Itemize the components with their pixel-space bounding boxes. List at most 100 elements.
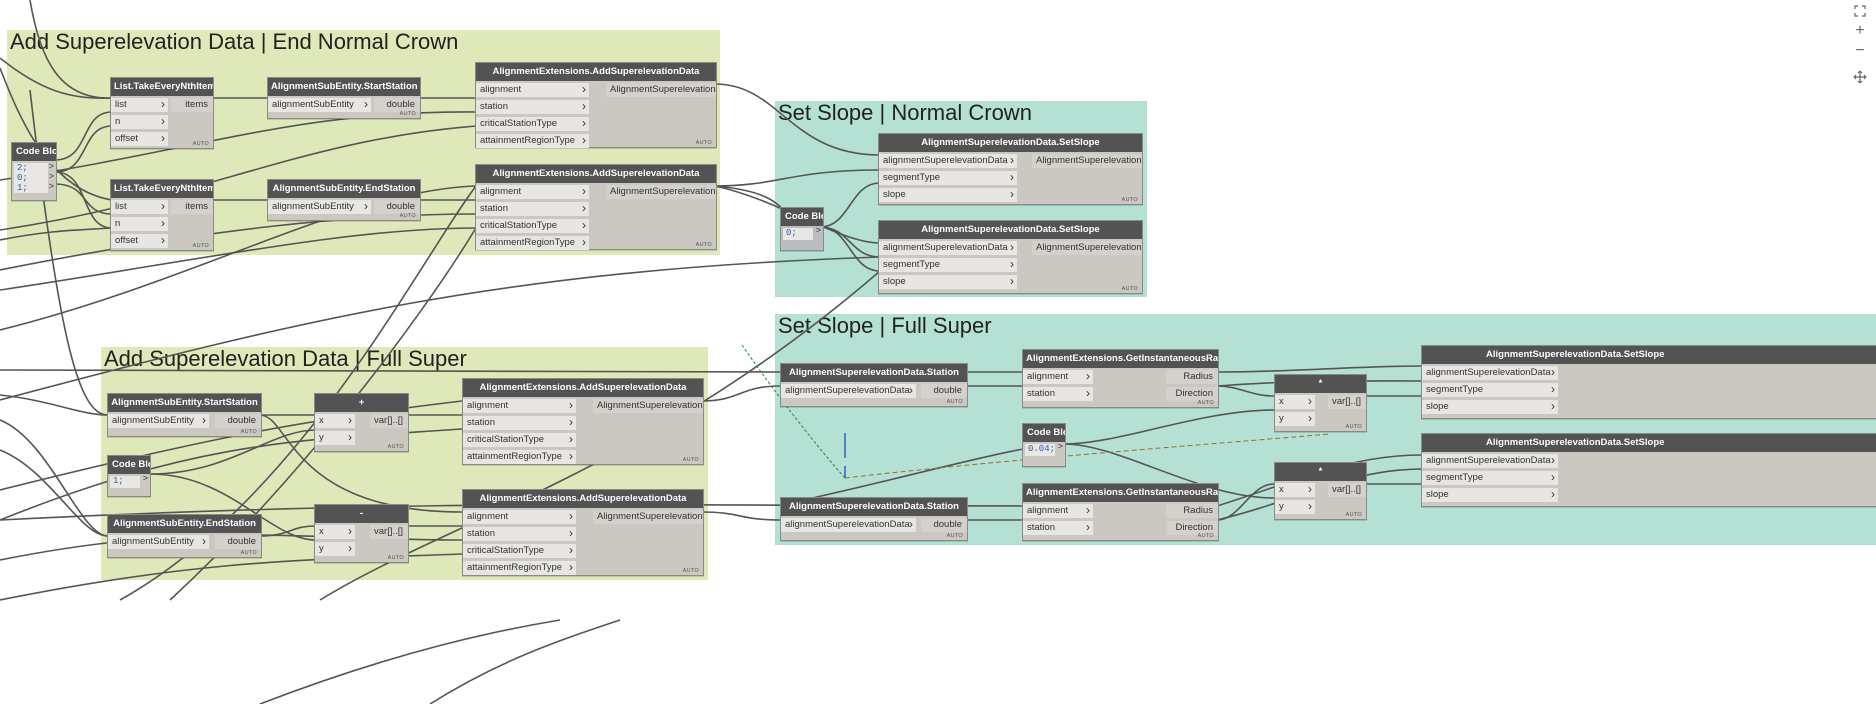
port-var[interactable]: var[]..[] (370, 414, 408, 428)
port-superelevation-data-out[interactable]: AlignmentSuperelevationData (1032, 241, 1142, 255)
code-editor[interactable]: 2; 0; 1; (14, 163, 48, 193)
code-block-node[interactable]: Code Block 0; > (780, 207, 824, 251)
port-n[interactable]: n (111, 115, 168, 129)
port-x[interactable]: x (1275, 483, 1315, 497)
node-start-station[interactable]: AlignmentSubEntity.StartStation alignmen… (107, 393, 262, 437)
output-port[interactable]: > (48, 171, 54, 181)
port-radius[interactable]: Radius (1166, 370, 1218, 384)
node-set-slope[interactable]: AlignmentSuperelevationData.SetSlope ali… (1421, 433, 1876, 507)
port-segment-type[interactable]: segmentType (1422, 383, 1558, 397)
port-station[interactable]: station (476, 100, 589, 114)
port-station[interactable]: station (463, 527, 576, 541)
node-set-slope[interactable]: AlignmentSuperelevationData.SetSlope ali… (1421, 345, 1876, 419)
node-take-every-nth-item[interactable]: List.TakeEveryNthItem list n offset item… (110, 77, 214, 149)
output-port[interactable]: > (1057, 441, 1063, 451)
port-superelevation-data[interactable]: AlignmentSuperelevationData (593, 510, 703, 524)
port-alignment-sub-entity[interactable]: alignmentSubEntity (268, 200, 371, 214)
port-station[interactable]: station (463, 416, 576, 430)
port-alignment[interactable]: alignment (1023, 370, 1093, 384)
pan-icon[interactable] (1849, 67, 1871, 87)
output-port[interactable]: > (142, 473, 148, 483)
port-critical-station-type[interactable]: criticalStationType (463, 433, 576, 447)
port-superelevation-data[interactable]: AlignmentSuperelevationData (593, 399, 703, 413)
node-get-instantaneous-radius[interactable]: AlignmentExtensions.GetInstantaneousRadi… (1022, 349, 1219, 408)
node-add-superelevation-data[interactable]: AlignmentExtensions.AddSuperelevationDat… (475, 62, 717, 148)
port-station[interactable]: station (476, 202, 589, 216)
code-block-node[interactable]: Code Block 0.04; > (1022, 423, 1066, 467)
node-add-superelevation-data[interactable]: AlignmentExtensions.AddSuperelevationDat… (475, 164, 717, 250)
port-slope[interactable]: slope (1422, 488, 1558, 502)
code-editor[interactable]: 1; (110, 476, 140, 488)
port-superelevation-data[interactable]: AlignmentSuperelevationData (606, 83, 716, 97)
port-x[interactable]: x (315, 525, 355, 539)
node-add-superelevation-data[interactable]: AlignmentExtensions.AddSuperelevationDat… (462, 378, 704, 465)
port-double[interactable]: double (215, 535, 261, 549)
port-slope[interactable]: slope (879, 275, 1017, 289)
node-add-superelevation-data[interactable]: AlignmentExtensions.AddSuperelevationDat… (462, 489, 704, 576)
port-superelevation-data-out[interactable]: AlignmentSuperelevationData (1032, 154, 1142, 168)
node-set-slope[interactable]: AlignmentSuperelevationData.SetSlope ali… (878, 220, 1143, 294)
node-start-station[interactable]: AlignmentSubEntity.StartStation alignmen… (267, 77, 421, 119)
code-editor[interactable]: 0.04; (1025, 444, 1055, 456)
node-subtract-operator[interactable]: - x y var[]..[] AUTO (314, 504, 409, 563)
node-add-operator[interactable]: + x y var[]..[] AUTO (314, 393, 409, 452)
node-end-station[interactable]: AlignmentSubEntity.EndStation alignmentS… (267, 179, 421, 221)
port-n[interactable]: n (111, 217, 168, 231)
port-double[interactable]: double (374, 200, 420, 214)
port-alignment[interactable]: alignment (463, 399, 576, 413)
port-double[interactable]: double (921, 518, 967, 532)
port-y[interactable]: y (1275, 500, 1315, 514)
port-critical-station-type[interactable]: criticalStationType (476, 117, 589, 131)
fit-view-icon[interactable] (1849, 1, 1871, 21)
zoom-in-button[interactable]: + (1849, 21, 1871, 41)
port-alignment[interactable]: alignment (476, 185, 589, 199)
port-superelevation-data[interactable]: alignmentSuperelevationData (781, 384, 916, 398)
port-list[interactable]: list (111, 200, 168, 214)
zoom-out-button[interactable]: − (1849, 41, 1871, 61)
output-port[interactable]: > (48, 161, 54, 171)
output-port[interactable]: > (48, 181, 54, 191)
port-segment-type[interactable]: segmentType (1422, 471, 1558, 485)
port-critical-station-type[interactable]: criticalStationType (476, 219, 589, 233)
port-items[interactable]: items (171, 200, 213, 214)
port-radius[interactable]: Radius (1166, 504, 1218, 518)
node-superelevation-station[interactable]: AlignmentSuperelevationData.Station alig… (780, 497, 968, 541)
port-alignment[interactable]: alignment (463, 510, 576, 524)
port-alignment[interactable]: alignment (1023, 504, 1093, 518)
port-offset[interactable]: offset (111, 132, 168, 146)
output-port[interactable]: > (815, 225, 821, 235)
node-take-every-nth-item[interactable]: List.TakeEveryNthItem list n offset item… (110, 179, 214, 251)
port-double[interactable]: double (215, 414, 261, 428)
port-y[interactable]: y (315, 542, 355, 556)
code-editor[interactable]: 0; (783, 228, 813, 240)
port-items[interactable]: items (171, 98, 213, 112)
port-alignment-sub-entity[interactable]: alignmentSubEntity (268, 98, 371, 112)
port-slope[interactable]: slope (1422, 400, 1558, 414)
port-var[interactable]: var[]..[] (1328, 395, 1366, 409)
port-superelevation-data[interactable]: alignmentSuperelevationData (879, 241, 1017, 255)
port-segment-type[interactable]: segmentType (879, 171, 1017, 185)
port-superelevation-data[interactable]: alignmentSuperelevationData (1422, 454, 1558, 468)
port-x[interactable]: x (1275, 395, 1315, 409)
node-end-station[interactable]: AlignmentSubEntity.EndStation alignmentS… (107, 514, 262, 558)
node-multiply-operator[interactable]: * x y var[]..[] AUTO (1274, 462, 1367, 520)
port-attainment-region-type[interactable]: attainmentRegionType (463, 561, 576, 575)
port-station[interactable]: station (1023, 521, 1093, 535)
port-attainment-region-type[interactable]: attainmentRegionType (476, 134, 589, 148)
port-double[interactable]: double (374, 98, 420, 112)
port-double[interactable]: double (921, 384, 967, 398)
code-block-node[interactable]: Code Block 1; > (107, 455, 151, 497)
port-superelevation-data[interactable]: AlignmentSuperelevationData (606, 185, 716, 199)
port-slope[interactable]: slope (879, 188, 1017, 202)
node-multiply-operator[interactable]: * x y var[]..[] AUTO (1274, 374, 1367, 432)
port-station[interactable]: station (1023, 387, 1093, 401)
port-var[interactable]: var[]..[] (370, 525, 408, 539)
port-var[interactable]: var[]..[] (1328, 483, 1366, 497)
port-direction[interactable]: Direction (1166, 521, 1218, 535)
port-offset[interactable]: offset (111, 234, 168, 248)
port-alignment-sub-entity[interactable]: alignmentSubEntity (108, 535, 209, 549)
port-y[interactable]: y (1275, 412, 1315, 426)
port-superelevation-data[interactable]: alignmentSuperelevationData (879, 154, 1017, 168)
port-superelevation-data[interactable]: alignmentSuperelevationData (1422, 366, 1558, 380)
